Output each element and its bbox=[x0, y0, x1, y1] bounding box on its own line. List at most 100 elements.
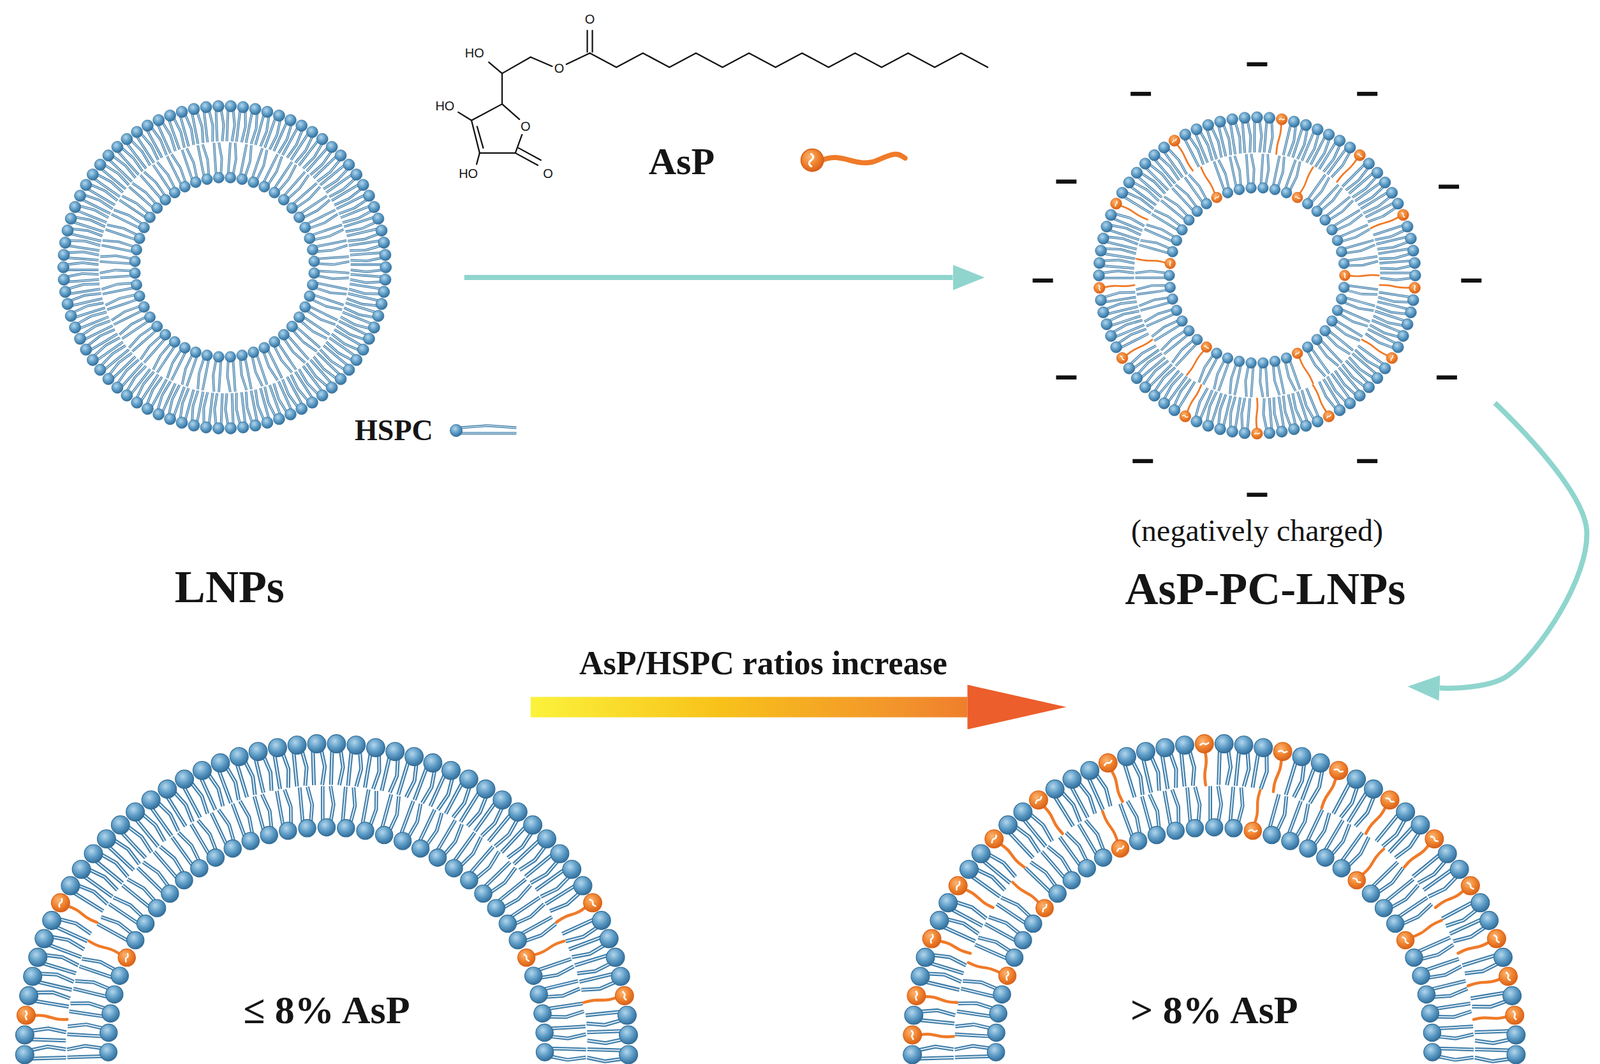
lipid-tail-core bbox=[381, 794, 392, 830]
hspc-molecule bbox=[429, 761, 460, 811]
lipid-head bbox=[278, 329, 289, 341]
lipid-head bbox=[1211, 348, 1223, 360]
hspc-molecule bbox=[84, 844, 128, 883]
lipid-tail-core bbox=[1195, 133, 1208, 163]
lipid-tail bbox=[1331, 151, 1350, 178]
lipid-tail bbox=[267, 349, 282, 379]
lipid-tail bbox=[1112, 320, 1142, 333]
lipid-head bbox=[1097, 232, 1110, 245]
lipid-head bbox=[375, 224, 388, 237]
lipid-tail-core bbox=[1198, 354, 1213, 383]
hspc-molecule bbox=[1338, 281, 1378, 295]
lipid-tail-core bbox=[73, 988, 109, 998]
lipid-tail bbox=[495, 818, 519, 847]
hspc-molecule bbox=[99, 267, 141, 279]
lipid-tail bbox=[240, 144, 247, 176]
lipid-tail-core bbox=[225, 766, 239, 800]
lipid-tail-core bbox=[549, 891, 581, 912]
lipid-tail bbox=[178, 832, 200, 862]
lipid-head bbox=[1269, 184, 1281, 196]
hspc-molecule bbox=[1274, 396, 1288, 438]
lipid-tail bbox=[299, 787, 304, 825]
lipid-tail-core bbox=[227, 109, 229, 141]
lipid-tail bbox=[1234, 155, 1241, 187]
lipid-tail-core bbox=[1251, 366, 1253, 398]
lipid-tail bbox=[273, 121, 287, 152]
lipid-tail-core bbox=[256, 149, 267, 181]
lipid-tail-core bbox=[542, 981, 578, 990]
lipid-head bbox=[1202, 420, 1215, 432]
lipid-tail bbox=[99, 261, 132, 264]
lipid-tail-core bbox=[236, 109, 241, 142]
lipid-head bbox=[487, 899, 505, 917]
lipid-tail bbox=[58, 918, 92, 934]
lipid-tail-core bbox=[244, 145, 252, 177]
lipid-tail bbox=[213, 142, 216, 175]
lipid-head bbox=[1093, 269, 1105, 282]
lipid-tail bbox=[66, 1034, 104, 1037]
hspc-molecule bbox=[1179, 128, 1204, 168]
lipid-tail-core bbox=[1320, 188, 1342, 212]
hspc-molecule bbox=[1198, 348, 1222, 386]
lipid-tail-core bbox=[66, 251, 99, 256]
lipid-tail-core bbox=[311, 299, 342, 310]
asp-head bbox=[1386, 352, 1398, 365]
hspc-molecule bbox=[299, 209, 339, 233]
lipid-tail bbox=[1207, 391, 1218, 423]
lipid-head bbox=[1201, 198, 1213, 210]
lipid-tail bbox=[1242, 121, 1245, 154]
lipid-tail bbox=[197, 391, 204, 423]
lipid-tail bbox=[320, 748, 325, 786]
lipid-head bbox=[294, 311, 305, 323]
lipid-head bbox=[249, 419, 261, 432]
lipid-head bbox=[1281, 352, 1292, 364]
hspc-molecule bbox=[259, 154, 282, 193]
lipid-tail-core bbox=[347, 233, 379, 241]
hspc-molecule bbox=[1326, 209, 1363, 235]
hspc-molecule bbox=[487, 879, 531, 917]
hspc-molecule bbox=[225, 142, 237, 184]
lipid-tail-core bbox=[1365, 202, 1395, 218]
lipid-tail bbox=[132, 183, 157, 205]
lipid-tail bbox=[336, 194, 365, 209]
lipid-tail-core bbox=[236, 762, 247, 798]
lipid-tail-core bbox=[530, 859, 559, 883]
lipid-head bbox=[268, 738, 288, 758]
lipid-tail-core bbox=[1379, 260, 1412, 264]
lipid-head bbox=[153, 408, 165, 421]
lipid-tail bbox=[146, 129, 163, 158]
asp-head-mark bbox=[1357, 153, 1363, 157]
lipid-tail bbox=[389, 796, 399, 832]
lipid-tail bbox=[443, 824, 462, 856]
lipid-tail bbox=[66, 262, 99, 265]
lipid-tail-core bbox=[197, 111, 204, 143]
hspc-molecule bbox=[236, 392, 249, 434]
lipid-tail-core bbox=[1279, 396, 1285, 429]
asp-head bbox=[1164, 258, 1176, 270]
lipid-tail-core bbox=[1168, 148, 1187, 175]
lipid-tail-core bbox=[308, 214, 338, 229]
lipid-tail bbox=[81, 199, 111, 214]
lipid-head bbox=[1116, 186, 1128, 199]
hspc-molecule bbox=[307, 734, 326, 786]
hspc-molecule bbox=[1263, 398, 1276, 439]
lipid-tail bbox=[1135, 276, 1167, 280]
asp-tail bbox=[31, 1015, 67, 1020]
lipid-head bbox=[592, 911, 611, 931]
lipid-tail bbox=[122, 885, 151, 909]
lipid-head bbox=[573, 876, 593, 896]
lipid-tail bbox=[1302, 131, 1315, 161]
lipid-tail bbox=[546, 1003, 583, 1009]
lipid-head bbox=[179, 342, 191, 354]
lipid-head bbox=[1158, 141, 1171, 154]
lipid-tail-core bbox=[1347, 285, 1378, 290]
lipid-tail bbox=[1101, 276, 1134, 280]
lipid-head bbox=[1302, 198, 1313, 210]
lipid-head bbox=[190, 176, 201, 188]
lipid-tail bbox=[273, 383, 287, 413]
lipid-tail bbox=[1377, 241, 1409, 250]
lipid-tail-core bbox=[66, 273, 99, 277]
lipid-tail bbox=[202, 144, 210, 176]
hspc-molecule bbox=[140, 329, 171, 363]
asp-head-mark bbox=[1390, 355, 1393, 361]
